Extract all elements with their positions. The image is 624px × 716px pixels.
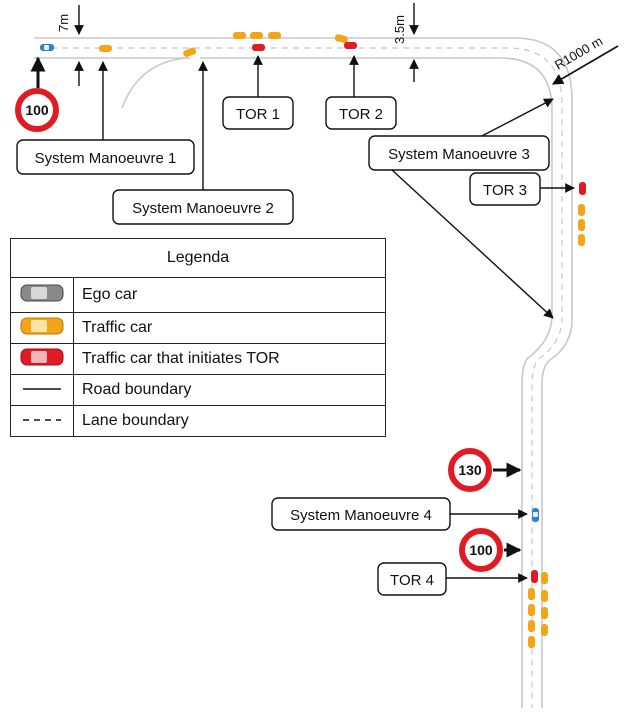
road-offset-label: 3.5m — [392, 15, 407, 44]
speed-sign-100-end: 100 — [459, 528, 503, 572]
legend-label: Traffic car that initiates TOR — [73, 343, 386, 375]
svg-text:130: 130 — [458, 462, 482, 478]
svg-text:TOR 3: TOR 3 — [483, 182, 527, 199]
callout-tor-1: TOR 1 — [222, 96, 294, 130]
legend-label: Lane boundary — [73, 405, 386, 437]
tor-car-4 — [531, 570, 538, 583]
callout-tor-2: TOR 2 — [325, 96, 397, 130]
callout-arrows — [98, 55, 575, 583]
svg-text:TOR 4: TOR 4 — [390, 572, 434, 589]
callout-system-manoeuvre-1: System Manoeuvre 1 — [16, 139, 195, 175]
legend-title: Legenda — [10, 238, 386, 278]
svg-text:TOR 2: TOR 2 — [339, 106, 383, 123]
traffic-car-icon — [20, 317, 64, 334]
tor-car-icon — [20, 348, 64, 365]
callout-system-manoeuvre-3: System Manoeuvre 3 — [368, 135, 550, 171]
legend-row-tor-car: Traffic car that initiates TOR — [10, 343, 386, 375]
lane-width-label: 7m — [56, 14, 71, 32]
svg-text:TOR 1: TOR 1 — [236, 106, 280, 123]
tor-car-2 — [344, 42, 357, 49]
ego-car-start — [40, 44, 54, 51]
legend-label: Road boundary — [73, 374, 386, 406]
svg-text:System Manoeuvre 1: System Manoeuvre 1 — [35, 150, 177, 167]
traffic-car — [578, 204, 585, 246]
radius-arrow — [552, 45, 619, 85]
svg-text:100: 100 — [25, 102, 49, 118]
legend-label: Ego car — [73, 277, 386, 313]
road-boundary — [34, 37, 573, 708]
callout-system-manoeuvre-2: System Manoeuvre 2 — [112, 189, 294, 225]
speed-sign-100-start: 100 — [15, 88, 59, 132]
tor-car-1 — [252, 44, 265, 51]
tor-car-3 — [579, 182, 586, 195]
ego-car-icon — [20, 284, 64, 301]
svg-text:100: 100 — [469, 542, 493, 558]
legend-table: Legenda Ego car Traffic car Traffic car … — [10, 238, 386, 437]
callout-tor-4: TOR 4 — [377, 562, 447, 596]
legend-label: Traffic car — [73, 312, 386, 344]
traffic-car — [183, 47, 197, 57]
speed-sign-130: 130 — [448, 448, 492, 492]
legend-row-lane-boundary: Lane boundary — [10, 405, 386, 437]
svg-text:System Manoeuvre 2: System Manoeuvre 2 — [132, 200, 274, 217]
svg-text:System Manoeuvre 3: System Manoeuvre 3 — [388, 146, 530, 163]
solid-line-icon — [23, 388, 61, 390]
traffic-car — [99, 45, 112, 52]
traffic-car — [528, 572, 548, 648]
dashed-line-icon — [23, 419, 61, 421]
ego-car-end — [532, 508, 539, 522]
svg-text:System Manoeuvre 4: System Manoeuvre 4 — [290, 507, 432, 524]
callout-system-manoeuvre-4: System Manoeuvre 4 — [271, 497, 451, 531]
traffic-car — [334, 34, 348, 44]
traffic-car — [233, 32, 281, 39]
lane-boundary — [40, 47, 563, 708]
legend-row-ego-car: Ego car — [10, 277, 386, 313]
radius-label: R1000 m — [552, 33, 605, 72]
callout-tor-3: TOR 3 — [469, 172, 541, 206]
legend-row-traffic-car: Traffic car — [10, 312, 386, 344]
legend-row-road-boundary: Road boundary — [10, 374, 386, 406]
